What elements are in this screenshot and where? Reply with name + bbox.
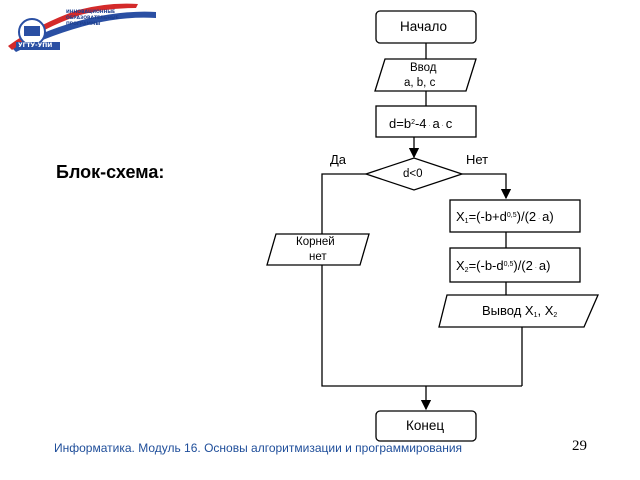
disc-a: a (432, 116, 440, 131)
output-mid: , X (537, 303, 554, 318)
output-pre: Вывод X (482, 303, 534, 318)
x2-a: a) (538, 258, 551, 273)
logo-line-3: ПРОГРАММЫ (66, 22, 101, 27)
disc-lhs: d=b (389, 116, 412, 131)
x1-process (449, 199, 581, 233)
condition-label: d<0 (403, 168, 423, 180)
x2-var: X (456, 258, 465, 273)
multiply-dot-icon: · (428, 123, 431, 129)
x2-process (449, 247, 581, 283)
connector-yes-merge (321, 265, 522, 387)
connector-yes-branch (321, 173, 366, 234)
x1-label: X1=(-b+d0,5)/(2·a) (456, 208, 554, 229)
end-terminal (375, 410, 477, 442)
start-label: Начало (400, 19, 448, 34)
x2-pre: =(-b-d (468, 258, 504, 273)
disc-c: c (445, 116, 453, 131)
no-roots-line1: Корней (296, 236, 335, 248)
logo-line-1: ИННОВАЦИОННЫЕ (66, 10, 116, 15)
x2-sub: 2 (464, 267, 469, 274)
logo-swoosh-red (8, 3, 138, 51)
yes-label: Да (330, 152, 347, 167)
x2-label: X2=(-b-d0,5)/(2·a) (456, 257, 550, 278)
slide-title: Блок-схема: (56, 162, 165, 182)
x2-sup: 0,5 (503, 261, 514, 268)
x1-sub: 1 (464, 218, 469, 225)
end-label: Конец (406, 418, 445, 433)
no-roots-output (266, 233, 370, 266)
x2-post: )/(2 (513, 258, 533, 273)
x1-post: )/(2 (516, 209, 537, 224)
logo-brand-bar (16, 42, 60, 50)
multiply-dot-icon: · (534, 265, 537, 271)
multiply-dot-icon: · (538, 216, 541, 222)
output-sub2: 2 (553, 312, 558, 319)
multiply-dot-icon: · (441, 123, 444, 129)
disc-rest: -4 (414, 116, 427, 131)
x1-a: a) (542, 209, 554, 224)
logo-brand: УГТУ-УПИ (18, 42, 53, 49)
page-number: 29 (572, 438, 587, 454)
x1-sup: 0,5 (506, 212, 517, 219)
discriminant-label: d=b2-4·a·c (389, 115, 452, 134)
x1-var: X (456, 209, 465, 224)
logo-swoosh-blue (12, 11, 156, 53)
no-label: Нет (466, 152, 489, 167)
logo-graphic (8, 3, 156, 53)
input-parallelogram (374, 58, 477, 92)
slide-footer: Информатика. Модуль 16. Основы алгоритми… (54, 441, 463, 455)
x1-pre: =(-b+d (468, 209, 507, 224)
input-label-line2: a, b, c (404, 77, 436, 89)
connector-no-branch (462, 173, 512, 200)
university-logo: ИННОВАЦИОННЫЕ ОБРАЗОВАТЕЛЬНЫЕ ПРОГРАММЫ … (8, 2, 158, 58)
logo-emblem-building (24, 26, 40, 36)
output-parallelogram (438, 294, 599, 328)
logo-line-2: ОБРАЗОВАТЕЛЬНЫЕ (66, 16, 119, 21)
output-label: Вывод X1, X2 (482, 303, 557, 323)
no-roots-line2: нет (309, 251, 327, 263)
input-label-line1: Ввод (410, 62, 437, 74)
output-sub1: 1 (533, 312, 538, 319)
disc-exp: 2 (411, 119, 415, 126)
